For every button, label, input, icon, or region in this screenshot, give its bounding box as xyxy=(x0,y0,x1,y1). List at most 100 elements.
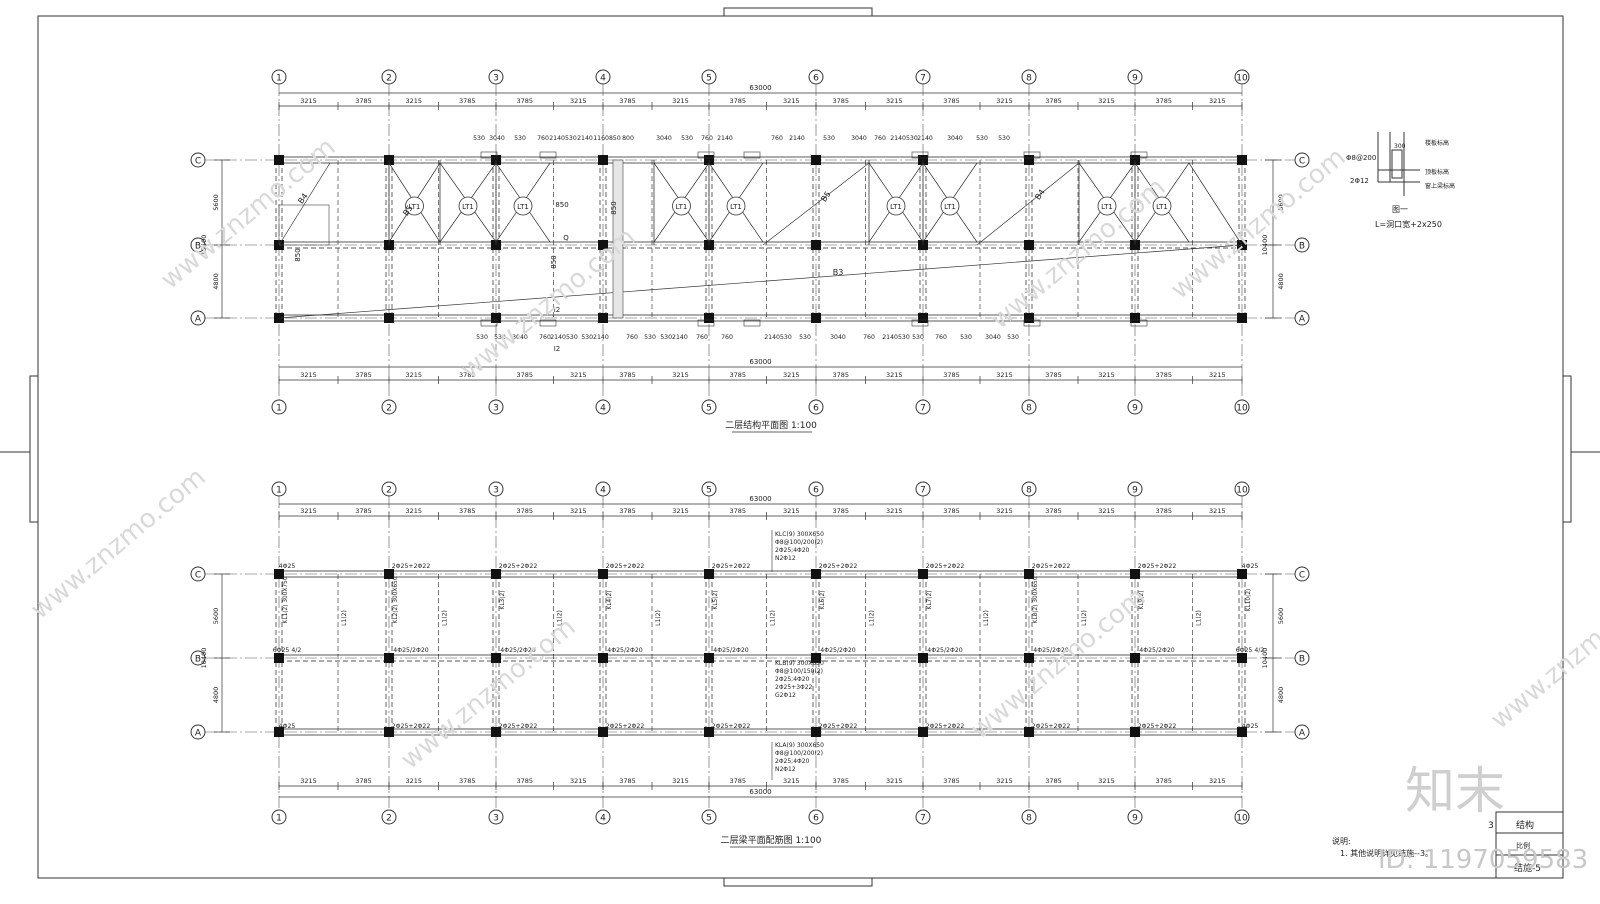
column xyxy=(1024,727,1034,737)
side-dim-total: 10400 xyxy=(200,235,208,256)
dim-span: 3215 xyxy=(672,777,689,785)
dim-span: 3785 xyxy=(619,371,636,379)
axis-label-bottom: 4 xyxy=(600,404,606,414)
opening-dim-bottom: 760 xyxy=(935,334,947,341)
opening-dim-top: 3040 xyxy=(489,135,505,142)
beam-note-bot: Φ8@100/200(2) xyxy=(775,750,823,757)
slab-diagonal xyxy=(976,162,1080,246)
column xyxy=(1130,727,1140,737)
lintel-marker-top xyxy=(911,151,929,159)
dim-span: 3785 xyxy=(516,97,533,105)
beam-note-top: 2Φ25;4Φ20 xyxy=(775,547,810,554)
row-label: A xyxy=(195,729,202,739)
dim-span: 3215 xyxy=(300,777,317,785)
opening-dim-bottom: 3040 xyxy=(830,334,846,341)
dim-span: 3215 xyxy=(886,777,903,785)
detail-label-2: 2Φ12 xyxy=(1350,177,1369,185)
column xyxy=(918,653,928,663)
column xyxy=(1237,727,1247,737)
column xyxy=(598,313,608,323)
opening-dim-top: 530 xyxy=(976,135,988,142)
beam-note-bot: 2Φ25;4Φ20 xyxy=(775,758,810,765)
beam-note-mid: G2Φ12 xyxy=(775,692,796,699)
bar-label-top: 4Φ25 xyxy=(1242,563,1259,570)
lintel-marker-top xyxy=(1130,151,1148,159)
misc-label: I2 xyxy=(554,306,561,314)
dim-span: 3215 xyxy=(1209,97,1226,105)
bar-label-top: 2Φ25+2Φ22 xyxy=(606,563,645,570)
axis-label-bottom: 1 xyxy=(276,814,282,824)
column xyxy=(1024,569,1034,579)
notes-heading: 说明: xyxy=(1332,836,1351,846)
dim-span: 3215 xyxy=(1098,97,1115,105)
dim-span: 3215 xyxy=(1209,777,1226,785)
axis-bubble-bottom xyxy=(701,809,717,825)
axis-label-top: 4 xyxy=(600,74,606,84)
side-dim-upper: 5600 xyxy=(212,608,220,625)
axis-label-top: 3 xyxy=(493,486,499,496)
column xyxy=(918,569,928,579)
opening-dim-bottom: 760 xyxy=(696,334,708,341)
plan2-title: 二层梁平面配筋图 1:100 xyxy=(721,834,822,846)
stair-label: LT1 xyxy=(462,203,474,211)
misc-label: 850 xyxy=(550,255,558,268)
dim-span: 3785 xyxy=(729,371,746,379)
opening-dim-bottom: 760 xyxy=(863,334,875,341)
opening-dim-top: 760 xyxy=(874,135,886,142)
opening-dim-bottom: 3040 xyxy=(512,334,528,341)
axis-label-top: 7 xyxy=(920,74,926,84)
opening-dim-top: 2140530 xyxy=(549,135,577,142)
bar-label-mid: 6Φ25 4/2 xyxy=(1236,647,1265,654)
axis-label-bottom: 9 xyxy=(1132,814,1138,824)
stair-bubble xyxy=(1152,196,1172,216)
bar-label-mid: 4Φ25/2Φ20 xyxy=(1139,647,1175,654)
side-dim-upper: 5600 xyxy=(1277,194,1285,211)
row-label: B xyxy=(195,242,201,252)
beam-note-mid: KLB(9) 300X650 xyxy=(775,660,824,667)
misc-label: 850 xyxy=(610,201,618,214)
title-discipline: 结构 xyxy=(1516,819,1534,831)
opening-dim-top: 2140 xyxy=(789,135,805,142)
secondary-beam-label: L1(2) xyxy=(442,610,449,626)
left-center-mark xyxy=(29,375,39,523)
column xyxy=(598,653,608,663)
dim-span: 3785 xyxy=(355,97,372,105)
dim-span: 3215 xyxy=(783,777,800,785)
dim-span: 3215 xyxy=(672,97,689,105)
dim-span: 3785 xyxy=(832,371,849,379)
opening-dim-bottom: 530 xyxy=(960,334,972,341)
slab-diagonal xyxy=(1188,162,1243,246)
misc-label: 850 xyxy=(555,201,568,209)
beam-note-top: N2Φ12 xyxy=(775,555,796,562)
dim-span: 3215 xyxy=(300,97,317,105)
vertical-beam-label: KL1(2) 300X750 xyxy=(283,576,289,623)
watermark-site-4: www.znzmo.com xyxy=(1165,142,1351,305)
dim-span: 3785 xyxy=(1155,371,1172,379)
opening-dim-top: 800 xyxy=(622,135,634,142)
column xyxy=(918,727,928,737)
axis-label-top: 8 xyxy=(1026,486,1032,496)
secondary-beam-label: L1(2) xyxy=(869,610,876,626)
secondary-beam-label: L1(2) xyxy=(770,610,777,626)
dim-span: 3785 xyxy=(459,97,476,105)
row-label: C xyxy=(195,157,201,167)
dim-span: 3785 xyxy=(619,507,636,515)
stair-bubble xyxy=(726,196,746,216)
bar-label-mid: 4Φ25/2Φ20 xyxy=(500,647,536,654)
dim-span: 3215 xyxy=(405,371,422,379)
column xyxy=(274,727,284,737)
axis-label-bottom: 8 xyxy=(1026,404,1032,414)
stair-label: LT1 xyxy=(1156,203,1168,211)
opening-dim-bottom: 530 xyxy=(644,334,656,341)
plan1-title: 二层结构平面图 1:100 xyxy=(725,419,817,431)
dim-total: 63000 xyxy=(749,84,771,92)
bar-label-bot: 4Φ25 xyxy=(279,723,296,730)
lintel-marker-bottom xyxy=(1130,319,1148,327)
row-label: B xyxy=(195,655,201,665)
dim-span: 3785 xyxy=(459,777,476,785)
dim-span: 3215 xyxy=(783,97,800,105)
dim-span: 3215 xyxy=(1098,777,1115,785)
dim-span: 3215 xyxy=(405,777,422,785)
dim-span: 3785 xyxy=(1045,507,1062,515)
lintel-marker-top xyxy=(480,151,498,159)
